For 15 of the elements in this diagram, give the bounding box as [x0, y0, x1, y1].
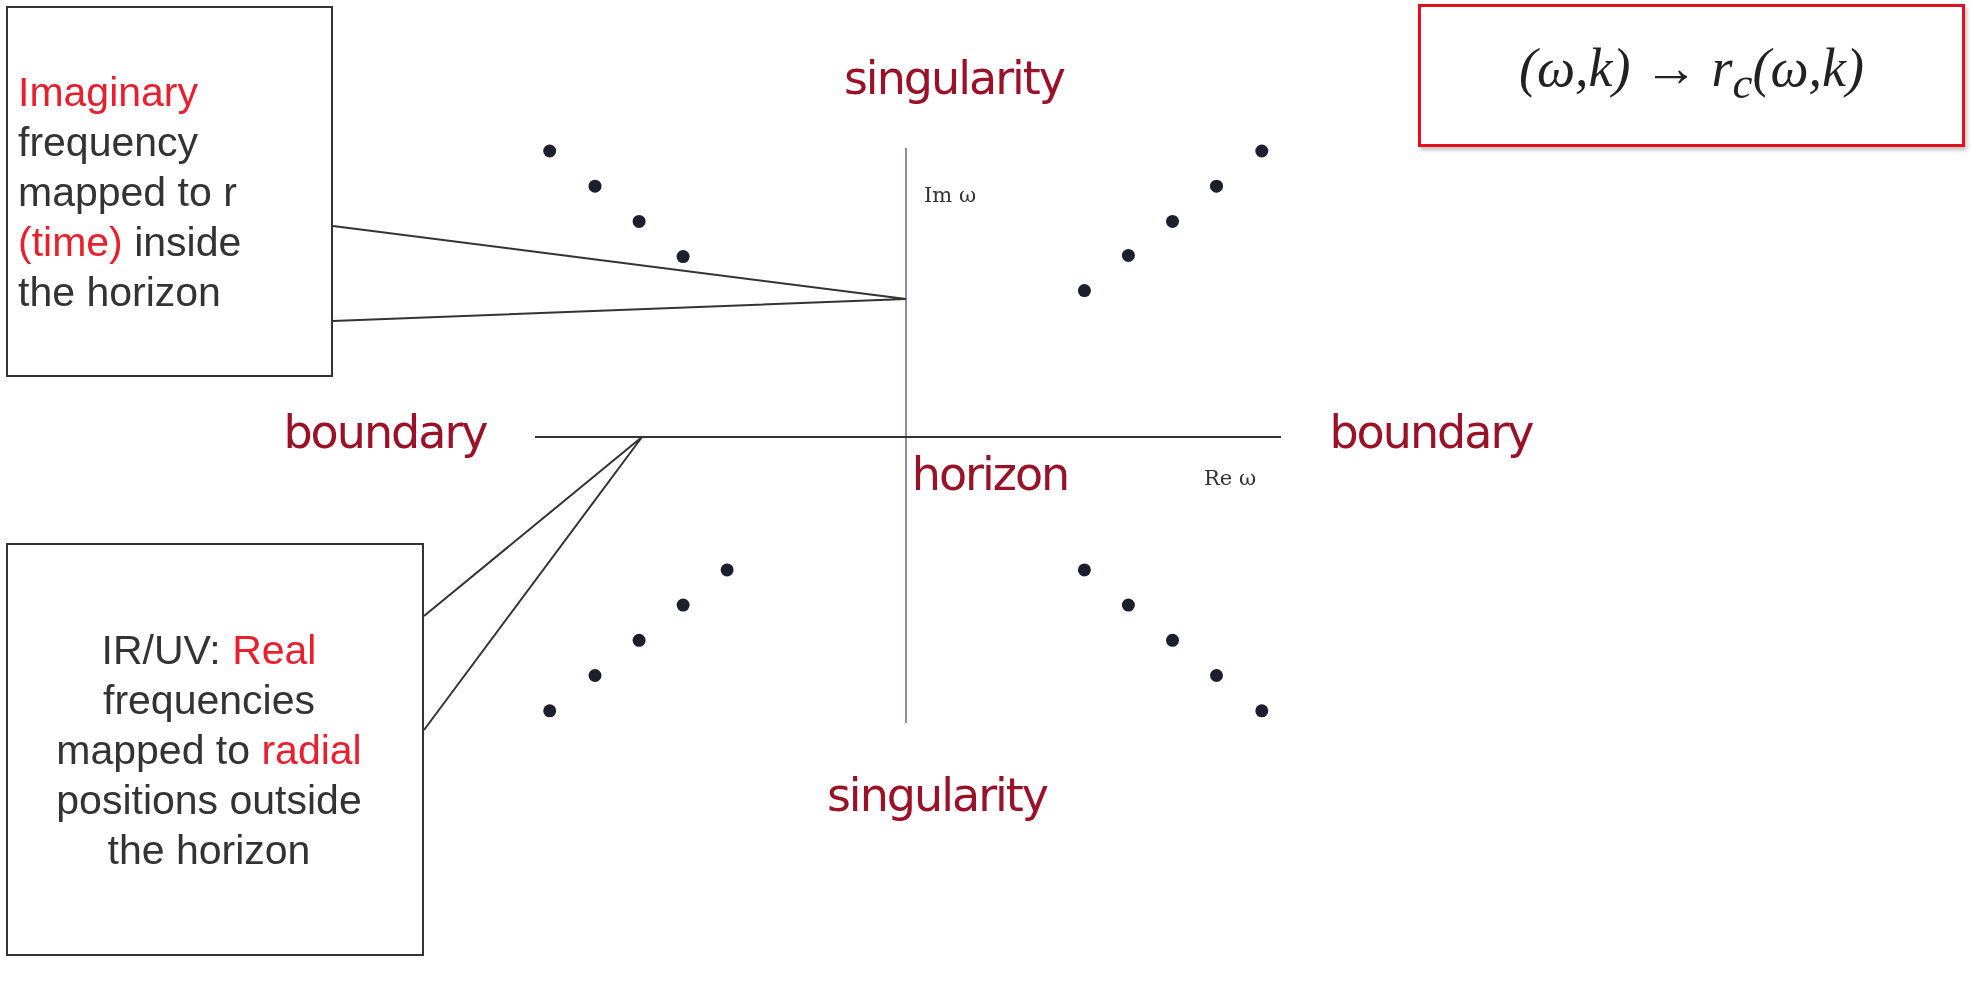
callout-text: IR/UV: Real frequencies mapped to radial positions outside the horizon [55, 625, 363, 875]
axis-label: Re ω [1204, 466, 1256, 490]
leader-line [332, 225, 907, 322]
callout-box [6, 543, 424, 956]
formula-box [1418, 4, 1965, 147]
callout-text: Imaginary frequency mapped to r (time) inside the horizon [18, 67, 243, 317]
leader-line [423, 436, 643, 731]
region-label: boundary [1329, 405, 1533, 459]
callout-box [6, 6, 333, 377]
region-label: singularity [843, 51, 1065, 105]
formula-text: (ω,k) → r$_{c}$(ω,k) [1518, 38, 1865, 110]
axis-label: Im ω [924, 183, 976, 207]
region-label: horizon [911, 447, 1069, 501]
region-label: singularity [826, 768, 1048, 822]
region-label: boundary [283, 405, 487, 459]
